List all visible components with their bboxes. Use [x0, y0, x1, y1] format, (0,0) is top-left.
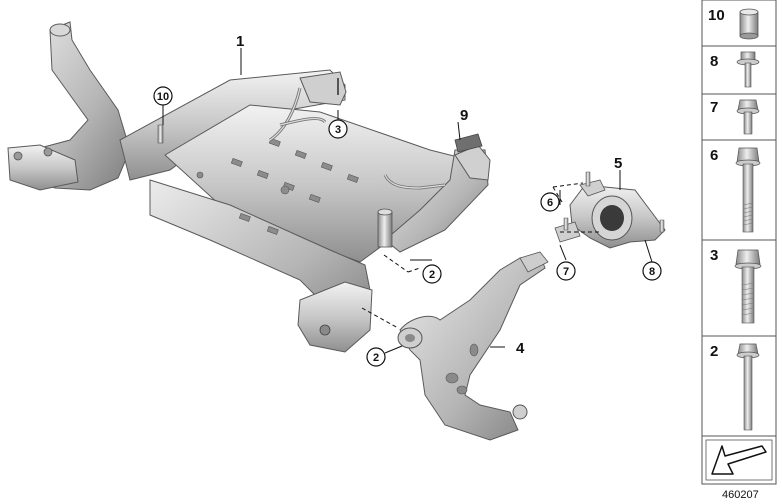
callout-10: 10: [157, 91, 169, 103]
short-flange-bolt-icon: [736, 51, 760, 88]
callout-6: 6: [547, 197, 553, 209]
legend-label-10: 10: [708, 7, 725, 24]
callout-9: 9: [460, 107, 468, 124]
legend-label-8: 8: [710, 53, 718, 70]
extra-long-bolt-icon: [736, 343, 760, 431]
callout-5: 5: [614, 155, 622, 172]
subframe-part: [7, 21, 491, 353]
legend-label-2: 2: [710, 343, 718, 360]
long-hex-bolt-icon: [735, 147, 761, 233]
sleeve-icon: [739, 8, 759, 40]
callout-2-upper: 2: [429, 269, 435, 281]
callout-3: 3: [335, 124, 341, 136]
callout-2-lower: 2: [373, 352, 379, 364]
callout-8: 8: [649, 266, 655, 278]
legend-label-7: 7: [710, 99, 718, 116]
callout-labels: 1 9 5 4 10 3 2 2 6 7 8: [153, 33, 662, 367]
parts-legend-sidebar: 10 8 7 6: [701, 0, 777, 485]
short-hex-bolt-icon: [736, 99, 760, 135]
bushing-bracket-part: [554, 171, 666, 249]
document-id: 460207: [722, 489, 759, 501]
legend-label-3: 3: [710, 247, 718, 264]
control-arm-part: [397, 251, 549, 441]
callout-7: 7: [563, 266, 569, 278]
legend-label-6: 6: [710, 147, 718, 164]
direction-arrow-icon: [705, 439, 773, 481]
leader-lines: [162, 48, 653, 354]
callout-4: 4: [516, 340, 525, 357]
medium-hex-bolt-icon: [734, 249, 762, 324]
callout-1: 1: [236, 33, 244, 50]
pad-part-9: [454, 133, 483, 153]
